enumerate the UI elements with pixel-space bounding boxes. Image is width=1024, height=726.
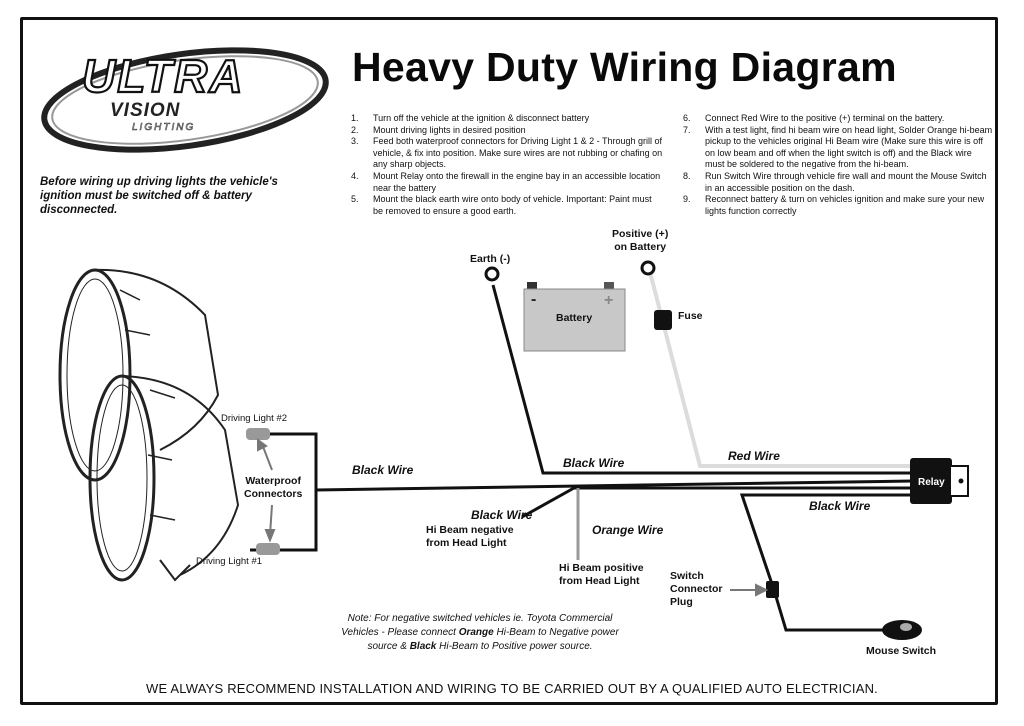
hi-beam-positive-label: Hi Beam positive from Head Light <box>559 562 644 588</box>
driving-light-1-icon <box>88 374 240 582</box>
driving-light-2-label: Driving Light #2 <box>221 413 288 424</box>
waterproof-connector-2-icon <box>246 428 270 440</box>
instruction-step: 9. Reconnect battery & turn on vehicles i… <box>683 194 993 217</box>
switch-connector-line1: Switch <box>670 570 704 582</box>
switch-connector-plug-icon <box>766 581 779 598</box>
step-text: Run Switch Wire through vehicle fire wal… <box>705 170 987 193</box>
positive-label-line2: on Battery <box>614 241 667 253</box>
step-text: Connect Red Wire to the positive (+) ter… <box>705 113 945 123</box>
instruction-step: 5. Mount the black earth wire onto body o… <box>351 194 663 217</box>
logo-ultra-text: ULTRA <box>82 50 244 102</box>
logo-lighting-text: LIGHTING <box>132 122 195 133</box>
step-number: 4. <box>351 170 359 181</box>
waterproof-connector-1-icon <box>256 543 280 555</box>
fuse-icon <box>654 310 672 330</box>
instruction-step: 8. Run Switch Wire through vehicle fire w… <box>683 171 993 194</box>
waterproof-label-line1: Waterproof <box>245 475 301 487</box>
driving-light-1-label: Driving Light #1 <box>196 556 263 567</box>
hi-beam-positive-line2: from Head Light <box>559 575 640 587</box>
step-number: 9. <box>683 194 691 205</box>
step-text: With a test light, find hi beam wire on … <box>705 124 993 170</box>
note-part3: Hi-Beam to Positive power source. <box>436 641 593 652</box>
red-wire-label: Red Wire <box>728 449 780 463</box>
instruction-step: 1. Turn off the vehicle at the ignition &… <box>351 113 663 125</box>
step-number: 8. <box>683 170 691 181</box>
step-text: Turn off the vehicle at the ignition & d… <box>373 113 590 123</box>
relay-label: Relay <box>918 477 945 488</box>
step-number: 5. <box>351 194 359 205</box>
earth-terminal-icon <box>484 266 500 282</box>
note-part1: Note: For negative switched vehicles ie.… <box>341 613 613 638</box>
hi-beam-positive-line1: Hi Beam positive <box>559 562 644 574</box>
instruction-step: 3. Feed both waterproof connectors for Dr… <box>351 136 663 171</box>
step-number: 1. <box>351 113 359 123</box>
step-number: 7. <box>683 124 691 135</box>
hi-beam-negative-line2: from Head Light <box>426 537 507 549</box>
relay-icon <box>910 458 969 504</box>
orange-wire-label: Orange Wire <box>592 523 664 537</box>
positive-terminal-icon <box>640 260 656 276</box>
black-wire-right-label: Black Wire <box>809 499 871 513</box>
instructions-right: 6. Connect Red Wire to the positive (+) t… <box>683 113 993 217</box>
black-wire-top-label: Black Wire <box>563 456 625 470</box>
step-text: Reconnect battery & turn on vehicles ign… <box>705 194 985 216</box>
note-text: Note: For negative switched vehicles ie.… <box>330 612 630 654</box>
hi-beam-negative-label: Hi Beam negative from Head Light <box>426 524 514 550</box>
red-wire <box>648 271 912 468</box>
note-part2: Hi-Beam to Negative power source & <box>367 627 619 652</box>
instruction-step: 6. Connect Red Wire to the positive (+) t… <box>683 113 993 125</box>
fuse-label: Fuse <box>678 310 703 322</box>
page-title: Heavy Duty Wiring Diagram <box>352 44 897 90</box>
earth-label: Earth (-) <box>470 253 511 265</box>
step-text: Mount driving lights in desired position <box>373 124 526 135</box>
battery-plus-sign: + <box>604 292 613 309</box>
warning-text: Before wiring up driving lights the vehi… <box>40 176 278 216</box>
instruction-step: 4. Mount Relay onto the firewall in the e… <box>351 171 663 194</box>
hi-beam-negative-line1: Hi Beam negative <box>426 524 514 536</box>
instruction-step: 7. With a test light, find hi beam wire o… <box>683 125 993 171</box>
black-wire-mid-label: Black Wire <box>471 508 533 522</box>
logo-vision-text: VISION <box>110 100 181 121</box>
battery-icon: - + <box>523 282 626 352</box>
footer-disclaimer: WE ALWAYS RECOMMEND INSTALLATION AND WIR… <box>145 681 878 696</box>
step-text: Mount Relay onto the firewall in the eng… <box>373 170 661 193</box>
driving-light-2-icon <box>58 268 220 482</box>
step-number: 3. <box>351 136 359 147</box>
connector-arrows <box>257 438 276 543</box>
switch-connector-line2: Connector <box>670 583 723 595</box>
switch-connector-arrow <box>730 583 769 597</box>
instruction-step: 2. Mount driving lights in desired positi… <box>351 125 663 137</box>
step-number: 2. <box>351 124 359 135</box>
waterproof-label-line2: Connectors <box>244 488 303 500</box>
step-text: Mount the black earth wire onto body of … <box>373 194 652 216</box>
battery-label: Battery <box>556 312 593 324</box>
instructions-left: 1. Turn off the vehicle at the ignition &… <box>351 113 663 217</box>
waterproof-connectors-label: Waterproof Connectors <box>244 475 302 501</box>
battery-minus-sign: - <box>531 291 536 308</box>
switch-connector-line3: Plug <box>670 596 693 608</box>
black-wire-left-label: Black Wire <box>352 463 414 477</box>
page-border <box>20 17 998 705</box>
note-orange: Orange <box>458 627 494 638</box>
ultra-vision-logo: ULTRA VISION LIGHTING <box>41 47 329 153</box>
positive-label-line1: Positive (+) <box>612 228 669 240</box>
positive-label: Positive (+) on Battery <box>612 228 668 254</box>
note-black: Black <box>409 641 437 652</box>
step-number: 6. <box>683 113 691 123</box>
mouse-switch-icon <box>882 620 922 640</box>
mouse-switch-label: Mouse Switch <box>866 645 937 657</box>
step-text: Feed both waterproof connectors for Driv… <box>373 136 663 170</box>
switch-connector-label: Switch Connector Plug <box>670 570 723 609</box>
